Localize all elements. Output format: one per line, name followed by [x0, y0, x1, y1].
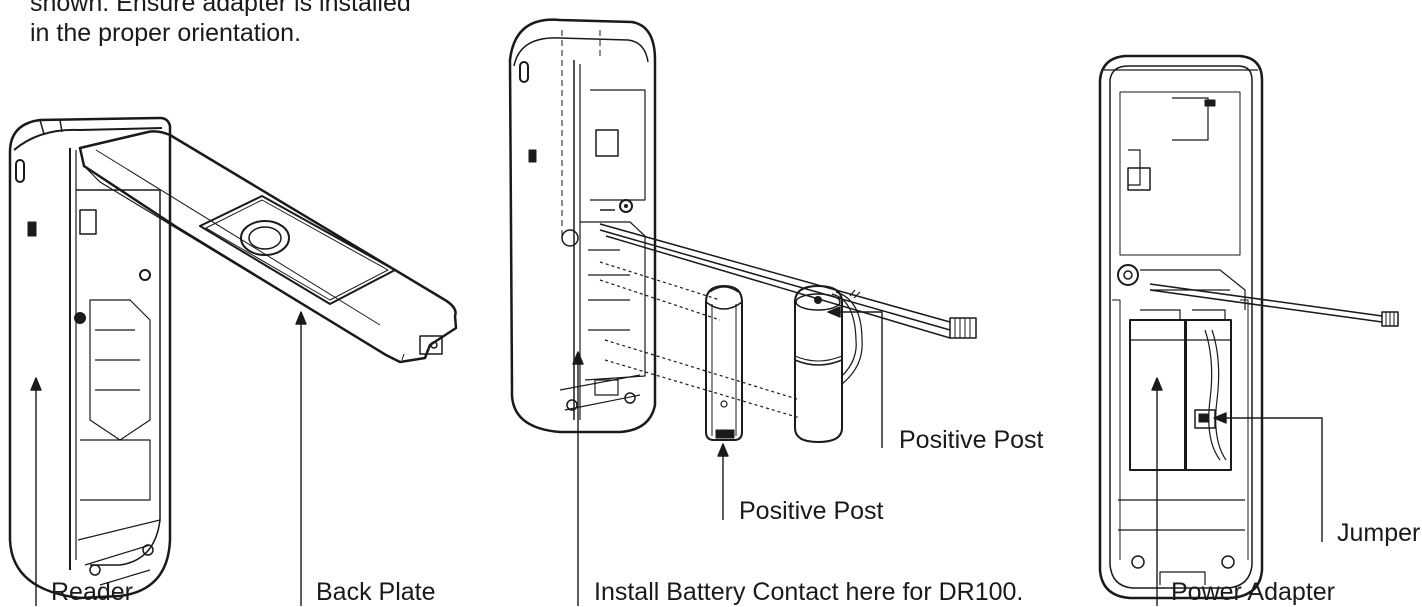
intro-line-1: shown. Ensure adapter is installed — [30, 0, 411, 17]
label-reader: Reader — [51, 578, 133, 606]
intro-text: shown. Ensure adapter is installed in th… — [30, 0, 411, 48]
label-positive-post-right: Positive Post — [899, 426, 1044, 454]
back-plate-illustration — [78, 130, 458, 364]
label-install-battery-contact: Install Battery Contact here for DR100. — [594, 578, 1024, 606]
callout-leaders — [30, 306, 1323, 606]
reader-illustration — [8, 116, 172, 600]
label-jumper: Jumper — [1337, 519, 1421, 547]
installation-guide-lines — [599, 261, 801, 419]
label-back-plate: Back Plate — [316, 578, 436, 606]
intro-line-2: in the proper orientation. — [30, 19, 302, 47]
battery-pack-illustration — [794, 285, 863, 443]
right-reader-illustration — [1098, 54, 1399, 600]
label-positive-post-bottom: Positive Post — [739, 497, 884, 525]
label-power-adapter: Power Adapter — [1171, 578, 1335, 606]
battery-contact-illustration — [705, 285, 743, 441]
